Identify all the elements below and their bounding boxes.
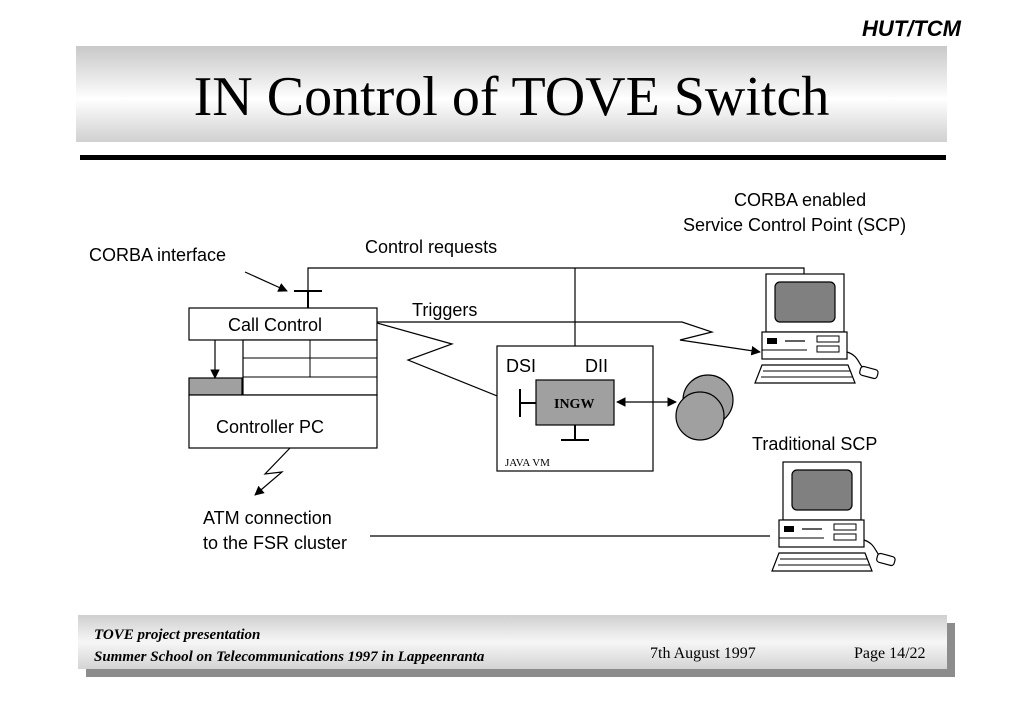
footer-date: 7th August 1997: [650, 645, 756, 662]
corba-scp-computer-icon: [754, 273, 856, 384]
corba-interface-label: CORBA interface: [89, 245, 226, 265]
footer-text: TOVE project presentation Summer School …: [94, 624, 484, 668]
footer-bar: TOVE project presentation Summer School …: [78, 615, 947, 669]
atm-lightning-icon: [254, 447, 291, 496]
footer-line2: Summer School on Telecommunications 1997…: [94, 649, 485, 665]
corba-scp-label-line2: Service Control Point (SCP): [683, 215, 906, 235]
control-requests-line: [307, 267, 805, 291]
dii-label: DII: [585, 356, 608, 376]
footer-line1: TOVE project presentation: [94, 627, 261, 643]
title-bar: IN Control of TOVE Switch: [76, 46, 947, 142]
mouse-icon: [876, 552, 896, 567]
dsi-label: DSI: [506, 356, 536, 376]
controller-pc-label: Controller PC: [216, 417, 324, 437]
ingw-label: INGW: [554, 397, 594, 412]
call-control-label: Call Control: [228, 315, 322, 335]
control-requests-label: Control requests: [365, 237, 497, 257]
java-vm-label: JAVA VM: [505, 457, 550, 469]
gray-module: [188, 377, 243, 396]
triggers-line: [377, 321, 761, 356]
mouse-icon: [859, 365, 879, 380]
atm-label-line2: to the FSR cluster: [203, 533, 347, 553]
traditional-scp-label: Traditional SCP: [752, 434, 877, 454]
traditional-scp-computer-icon: [771, 461, 873, 572]
triggers-label: Triggers: [412, 300, 477, 320]
corba-interface-arrow: [244, 271, 288, 292]
page-title: IN Control of TOVE Switch: [193, 66, 830, 128]
title-rule: [80, 155, 946, 160]
brand-label: HUT/TCM: [862, 16, 961, 41]
dsi-lightning-icon: [376, 322, 513, 404]
database-cylinder-icon: [675, 374, 734, 441]
corba-scp-label-line1: CORBA enabled: [734, 190, 866, 210]
controller-pc-box: [188, 394, 378, 449]
atm-label-line1: ATM connection: [203, 508, 332, 528]
footer-page-number: Page 14/22: [854, 645, 926, 662]
